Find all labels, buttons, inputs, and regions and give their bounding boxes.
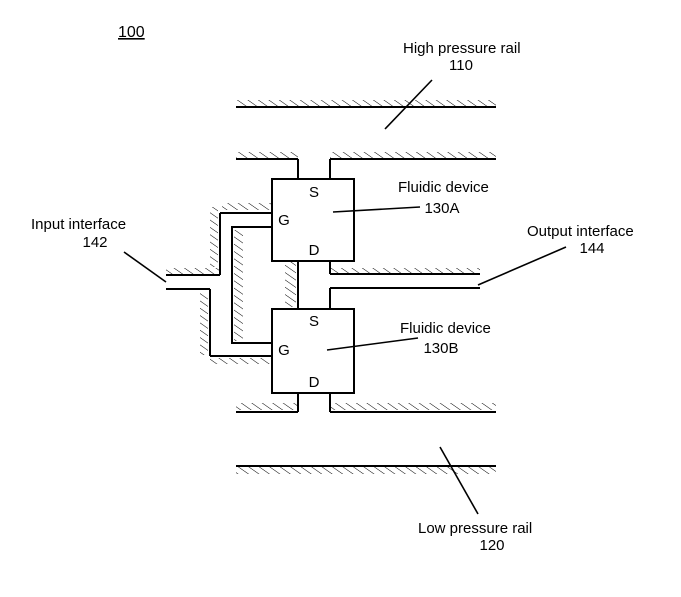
device-a-leader — [332, 206, 421, 213]
input-ref: 142 — [82, 234, 107, 251]
low-rail-ref: 120 — [479, 537, 504, 554]
device-b-leader — [326, 337, 419, 351]
device-a-source-pin: S — [309, 184, 319, 201]
low-rail-leader — [439, 446, 479, 515]
high-rail-ref: 110 — [449, 57, 473, 74]
device-a-drain-pin: D — [309, 242, 320, 259]
input-channel — [166, 203, 272, 364]
device-a-ref: 130A — [424, 200, 459, 217]
low-rail-label: Low pressure rail — [418, 520, 532, 537]
output-channel — [285, 261, 480, 309]
device-b-ref: 130B — [423, 340, 458, 357]
device-b-drain-pin: D — [309, 374, 320, 391]
lower-drain-channel — [236, 393, 496, 413]
upper-supply-channel — [236, 152, 496, 179]
figure-number: 100 — [118, 24, 145, 41]
high-rail-leader — [384, 79, 433, 130]
high-rail-label: High pressure rail — [403, 40, 521, 57]
device-b-source-pin: S — [309, 313, 319, 330]
device-b-gate-pin: G — [278, 342, 290, 359]
input-leader — [123, 251, 167, 283]
device-b-label: Fluidic device — [400, 320, 491, 337]
output-leader — [477, 246, 567, 286]
output-label: Output interface — [527, 223, 634, 240]
fluidic-device-b: S G D — [271, 308, 355, 394]
high-pressure-rail — [236, 100, 496, 108]
input-label: Input interface — [31, 216, 126, 233]
low-pressure-rail — [236, 465, 496, 474]
device-a-gate-pin: G — [278, 212, 290, 229]
output-ref: 144 — [579, 240, 604, 257]
device-a-label: Fluidic device — [398, 179, 489, 196]
fluidic-device-a: S G D — [271, 178, 355, 262]
